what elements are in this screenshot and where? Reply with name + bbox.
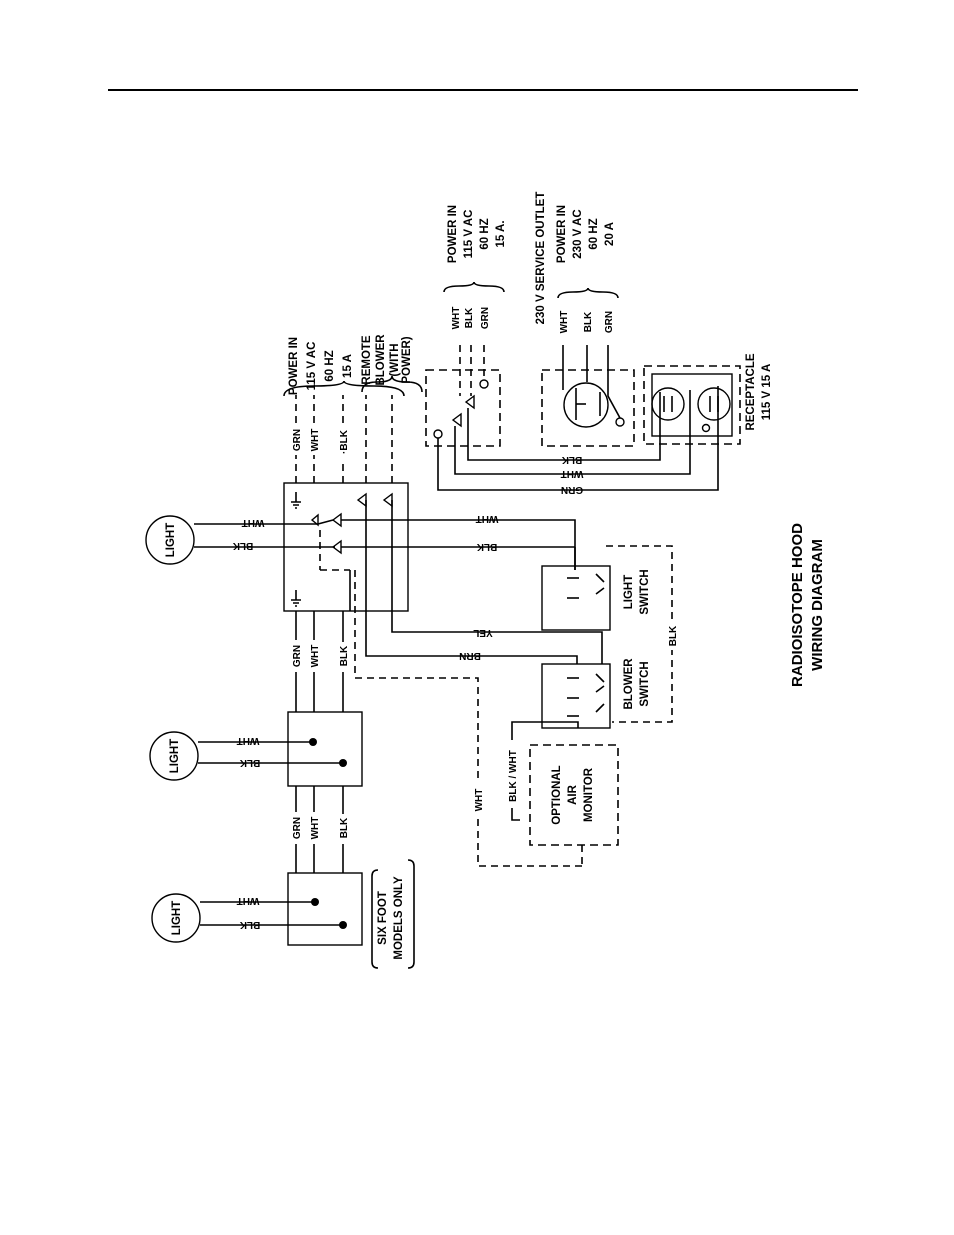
wire-label-grn: GRN <box>480 307 491 329</box>
main-junction-box <box>283 482 575 612</box>
svg-text:115 V AC: 115 V AC <box>306 342 318 391</box>
svg-text:WIRING DIAGRAM: WIRING DIAGRAM <box>809 539 826 671</box>
wire-label-blk: BLK <box>239 919 260 930</box>
six-foot-note: SIX FOOT MODELS ONLY <box>371 859 415 969</box>
wire-label-blk: BLK <box>232 540 253 551</box>
wire-label-grn: GRN <box>561 484 583 495</box>
power-in-1-wires: GRN WHT ·BLK POWER IN 115 V AC 60 HZ 15 … <box>283 334 423 483</box>
svg-text:POWER): POWER) <box>401 336 413 383</box>
wire-label-wht: WHT <box>559 311 570 334</box>
svg-text:LIGHT: LIGHT <box>623 575 635 610</box>
svg-text:BLOWER: BLOWER <box>623 658 635 710</box>
switch-wiring: WHT BLK YEL BRN BLK WHT BLK / WHT <box>354 500 680 867</box>
power-in-2-box: WHT BLK GRN POWER IN 115 V AC 60 HZ 15 A… <box>425 205 719 495</box>
svg-text:MONITOR: MONITOR <box>583 767 595 822</box>
svg-text:RECEPTACLE: RECEPTACLE <box>745 353 757 430</box>
wire-label-wht: WHT <box>451 307 462 330</box>
light-fixture-right: LIGHT WHT BLK <box>145 515 335 565</box>
wire-label-blk: ·BLK <box>339 429 350 454</box>
header-rule <box>108 89 858 91</box>
svg-text:20 A: 20 A <box>604 222 616 246</box>
wire-label-wht: WHT <box>237 895 260 906</box>
wire-label-wht: WHT <box>237 735 260 746</box>
fixture-bus-wires: GRN WHT BLK GRN WHT BLK <box>289 570 351 873</box>
wire-label-blk: BLK <box>339 645 350 666</box>
power-in-2-label: POWER IN 115 V AC 60 HZ 15 A. <box>447 205 507 263</box>
light-label: LIGHT <box>165 523 177 558</box>
svg-text:REMOTE: REMOTE <box>361 335 373 385</box>
svg-text:OPTIONAL: OPTIONAL <box>551 765 563 824</box>
wire-label-wht: WHT <box>561 468 584 479</box>
svg-text:POWER IN: POWER IN <box>288 337 300 395</box>
wire-label-blk: BLK <box>339 817 350 838</box>
wire-label-blk: BLK <box>561 454 582 465</box>
svg-text:15 A: 15 A <box>342 354 354 378</box>
wire-label-blk: BLK <box>668 625 679 646</box>
svg-text:230 V AC: 230 V AC <box>572 209 584 258</box>
svg-text:15 A.: 15 A. <box>495 220 507 247</box>
svg-text:MODELS ONLY: MODELS ONLY <box>393 876 405 960</box>
svg-text:SIX FOOT: SIX FOOT <box>377 891 389 945</box>
light-fixture-left: LIGHT WHT BLK <box>151 872 363 946</box>
receptacle-115v: RECEPTACLE 115 V 15 A <box>643 353 773 445</box>
wire-label-wht: WHT <box>474 789 485 812</box>
svg-text:POWER IN: POWER IN <box>447 205 459 263</box>
wire-label-brn: BRN <box>459 650 481 661</box>
wire-label-wht: WHT <box>242 517 265 528</box>
svg-text:115 V 15 A: 115 V 15 A <box>761 364 773 420</box>
wire-label-grn: GRN <box>604 311 615 333</box>
remote-blower-label: REMOTE BLOWER (WITH POWER) <box>361 334 413 386</box>
wire-label-wht: WHT <box>310 817 321 840</box>
service-outlet-label: 230 V SERVICE OUTLET <box>535 192 547 325</box>
svg-text:SWITCH: SWITCH <box>639 569 651 614</box>
svg-text:(WITH: (WITH <box>389 343 401 376</box>
wire-label-wht: WHT <box>310 429 321 452</box>
diagram-title: RADIOISOTOPE HOOD WIRING DIAGRAM <box>789 523 826 687</box>
wire-label-grn: GRN <box>292 817 303 839</box>
power-in-1-label: POWER IN 115 V AC 60 HZ 15 A <box>288 337 354 395</box>
wire-label-blk: BLK <box>476 541 497 552</box>
wire-label-yel: YEL <box>473 627 492 638</box>
service-outlet-230v: WHT BLK GRN 230 V SERVICE OUTLET POWER I… <box>535 192 635 447</box>
wire-label-blk: BLK <box>583 311 594 332</box>
light-fixture-middle: LIGHT WHT BLK <box>149 711 363 787</box>
optional-air-monitor: OPTIONAL AIR MONITOR <box>529 744 619 866</box>
blower-switch: BLOWER SWITCH <box>541 658 651 729</box>
light-label: LIGHT <box>169 739 181 774</box>
svg-text:AIR: AIR <box>567 784 579 805</box>
light-label: LIGHT <box>171 901 183 936</box>
wire-label-wht: WHT <box>310 645 321 668</box>
wire-label-blk: BLK <box>464 307 475 328</box>
wire-label-grn: GRN <box>292 645 303 667</box>
power-in-3-label: POWER IN 230 V AC 60 HZ 20 A <box>556 205 616 263</box>
wire-label-blk: BLK <box>239 757 260 768</box>
svg-text:POWER IN: POWER IN <box>556 205 568 263</box>
wire-label-wht: WHT <box>476 513 499 524</box>
svg-text:60 HZ: 60 HZ <box>324 350 336 381</box>
wire-label-blk-wht: BLK / WHT <box>508 750 519 802</box>
light-switch: LIGHT SWITCH <box>541 565 651 631</box>
svg-text:60 HZ: 60 HZ <box>588 218 600 249</box>
svg-text:115 V AC: 115 V AC <box>463 210 475 259</box>
wire-label-grn: GRN <box>292 429 303 451</box>
svg-text:60 HZ: 60 HZ <box>479 218 491 249</box>
svg-text:RADIOISOTOPE HOOD: RADIOISOTOPE HOOD <box>789 523 806 687</box>
svg-text:BLOWER: BLOWER <box>375 334 387 386</box>
svg-text:SWITCH: SWITCH <box>639 661 651 706</box>
